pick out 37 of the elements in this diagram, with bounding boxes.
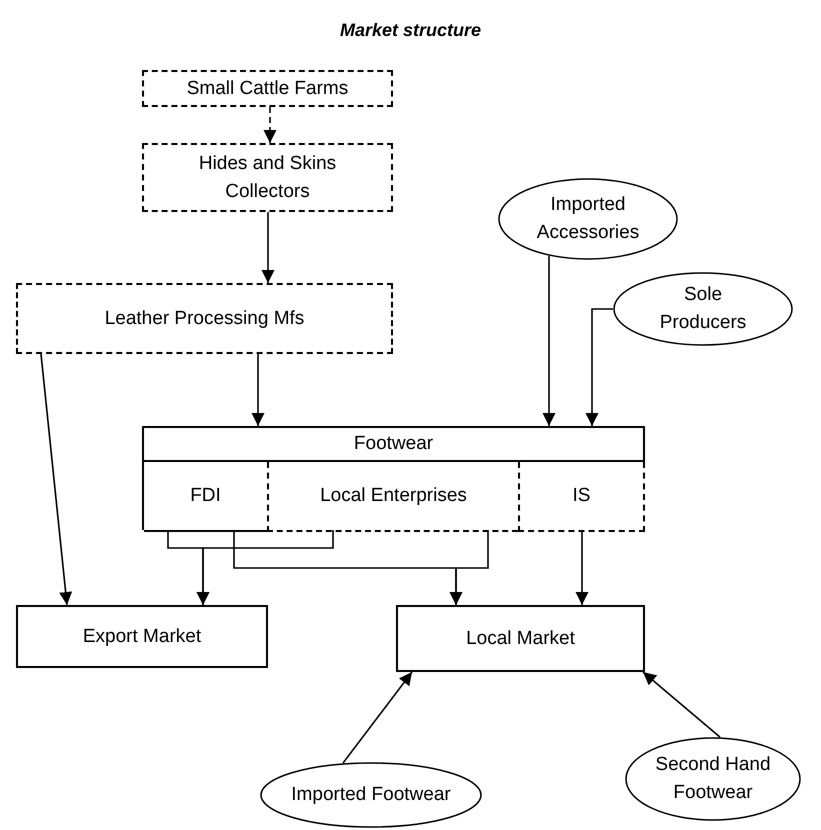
node-label: Hides and Skins Collectors [198,152,338,204]
node-label: IS [572,484,590,508]
source-ellipse [625,737,801,821]
process-box [142,143,393,212]
source-ellipse [260,762,482,828]
arrow [576,530,588,605]
node-label: Small Cattle Farms [186,76,348,101]
arrow [586,308,613,426]
arrow [342,672,413,764]
process-box [16,283,393,354]
arrow [450,530,489,605]
diagram-title: Market structure [338,20,482,41]
source-ellipse [498,178,678,260]
node-label: Local Market [466,626,575,651]
node-label: Export Market [82,624,202,649]
arrow [196,530,334,605]
category-cell [518,462,645,532]
source-ellipse [613,272,793,346]
node-label: Imported Footwear [291,783,451,808]
node-label: Local Enterprises [320,484,467,508]
arrow [262,212,274,283]
process-box [396,605,645,672]
arrow [542,256,556,426]
arrow [40,354,72,606]
arrow [252,354,264,426]
node-label: Second Hand Footwear [654,753,772,805]
arrow [264,107,276,143]
node-label: Sole Producers [658,283,748,335]
node-label: Leather Processing Mfs [104,306,304,331]
category-cell [267,462,518,532]
node-label: FDI [190,484,221,508]
process-box [16,605,268,668]
node-label: Imported Accessories [536,193,640,245]
group-heading: Footwear [144,428,645,462]
group-box [142,426,645,530]
process-box [142,70,393,107]
arrow [642,671,721,738]
